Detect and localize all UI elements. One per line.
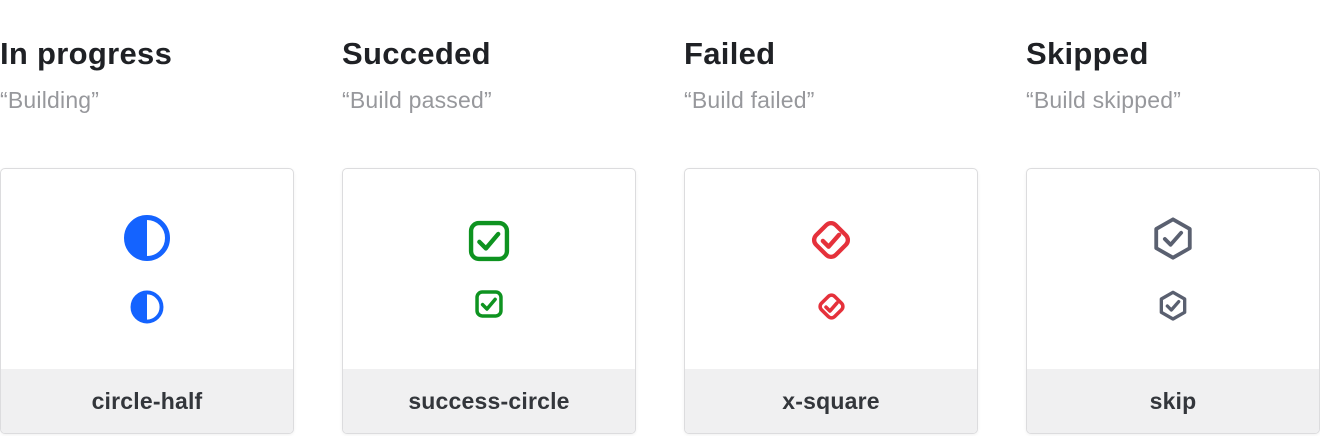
icon-preview-area bbox=[685, 169, 977, 369]
icon-preview-area bbox=[343, 169, 635, 369]
circle-half-icon-large bbox=[124, 215, 170, 261]
icon-name-label: success-circle bbox=[408, 387, 570, 414]
status-title: Failed bbox=[684, 36, 776, 71]
status-title: Skipped bbox=[1026, 36, 1149, 71]
circle-half-icon-small bbox=[130, 290, 164, 324]
status-quote: “Building” bbox=[0, 87, 100, 113]
status-column-succeded: Succeded “Build passed” succes bbox=[342, 0, 636, 436]
icon-name-footer: skip bbox=[1027, 369, 1319, 433]
status-column-failed: Failed “Build failed” bbox=[684, 0, 978, 436]
status-column-skipped: Skipped “Build skipped” skip bbox=[1026, 0, 1320, 436]
status-quote: “Build skipped” bbox=[1026, 87, 1182, 113]
success-circle-icon-small bbox=[475, 290, 503, 318]
icon-card: skip bbox=[1026, 168, 1320, 434]
skip-icon-small bbox=[1159, 290, 1187, 321]
x-square-icon-small bbox=[817, 292, 845, 320]
icon-name-footer: circle-half bbox=[1, 369, 293, 433]
icon-preview-area bbox=[1027, 169, 1319, 369]
icon-card: circle-half bbox=[0, 168, 294, 434]
success-circle-icon-large bbox=[468, 220, 510, 262]
icon-name-footer: success-circle bbox=[343, 369, 635, 433]
icon-name-label: circle-half bbox=[91, 387, 203, 414]
icon-card: success-circle bbox=[342, 168, 636, 434]
status-title: In progress bbox=[0, 36, 173, 71]
icon-name-label: skip bbox=[1149, 387, 1197, 414]
icon-name-label: x-square bbox=[782, 387, 880, 414]
icon-card: x-square bbox=[684, 168, 978, 434]
status-title: Succeded bbox=[342, 36, 491, 71]
skip-icon-large bbox=[1154, 217, 1192, 260]
icon-name-footer: x-square bbox=[685, 369, 977, 433]
status-column-in-progress: In progress “Building” circle-half bbox=[0, 0, 294, 436]
status-quote: “Build failed” bbox=[684, 87, 815, 113]
icon-preview-area bbox=[1, 169, 293, 369]
status-quote: “Build passed” bbox=[342, 87, 492, 113]
x-square-icon-large bbox=[811, 220, 851, 259]
